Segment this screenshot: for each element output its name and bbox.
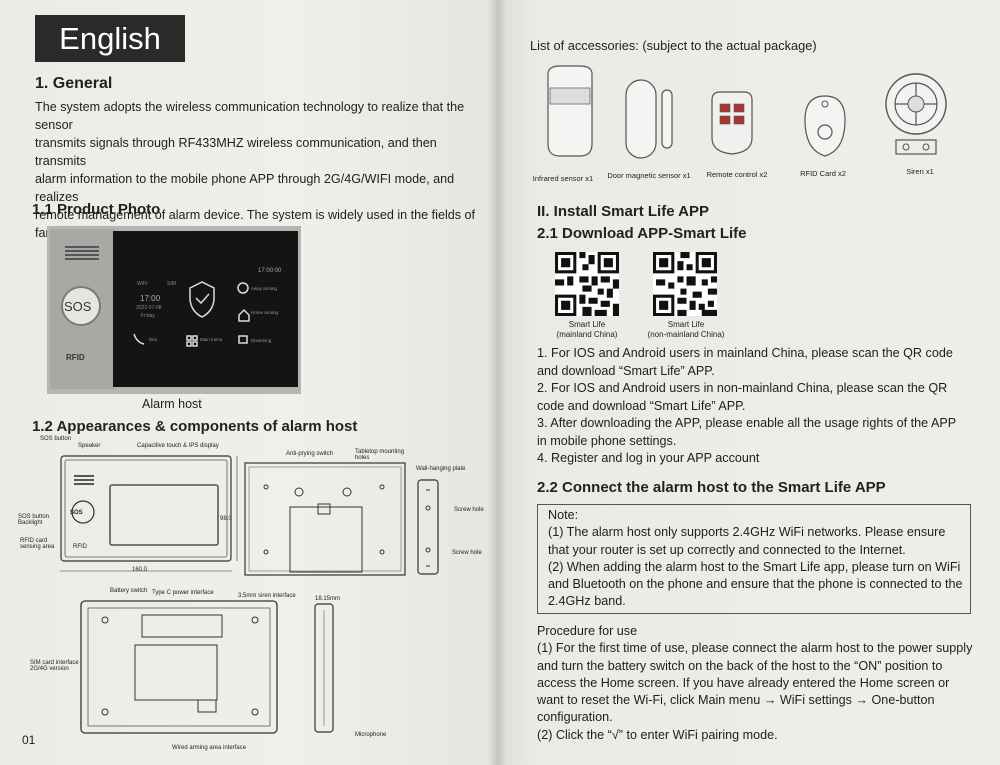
qr-region: (mainland China)	[556, 330, 618, 339]
language-heading: English	[35, 15, 185, 62]
general-line: alarm information to the mobile phone AP…	[35, 172, 455, 204]
accessories-illustrations	[547, 65, 947, 159]
general-line: remote management of alarm device. The s…	[35, 208, 476, 222]
note-item: (1) The alarm host only supports 2.4GHz …	[548, 525, 946, 557]
procedure-section: Procedure for use (1) For the first time…	[537, 623, 977, 744]
photo-caption: Alarm host	[142, 397, 202, 411]
front-sos-text: SOS	[70, 510, 83, 516]
label-sos-button: SOS button	[40, 436, 72, 442]
accessory-label-rfid: RFID Card x2	[800, 169, 846, 178]
note-box	[537, 504, 971, 614]
step-item: 1. For IOS and Android users in mainland…	[537, 346, 953, 378]
screen-item-away: Away arming	[251, 286, 277, 291]
label-width: 160.0	[132, 567, 148, 573]
screen-date: 2022-07-08	[136, 305, 162, 311]
qr-label-non-mainland: Smart Life (non-mainland China)	[636, 320, 736, 340]
label-battery-switch: Battery switch	[110, 588, 148, 594]
accessory-label-door: Door magnetic sensor x1	[607, 171, 691, 180]
connect-heading: 2.2 Connect the alarm host to the Smart …	[537, 479, 886, 496]
label-sos-backlight: SOS button Backlight	[18, 514, 50, 526]
qr-region: (non-mainland China)	[647, 330, 725, 339]
screen-sim: SIM	[167, 281, 176, 287]
back-view-diagram	[244, 462, 406, 576]
label-tabletop: Tabletop mounting holes	[355, 449, 405, 461]
label-anti-prying: Anti-prying switch	[286, 451, 334, 457]
appearance-heading: 1.2 Appearances & components of alarm ho…	[32, 418, 358, 435]
download-heading: 2.1 Download APP-Smart Life	[537, 225, 747, 242]
page-number: 01	[22, 733, 36, 747]
internal-view-diagram	[80, 600, 278, 734]
label-speaker: Speaker	[78, 443, 101, 449]
step-item: 4. Register and log in your APP account	[537, 451, 760, 465]
label-screw-hole-2: Screw hole	[452, 550, 482, 556]
sos-button-label: SOS	[64, 299, 92, 314]
note-content: Note: (1) The alarm host only supports 2…	[548, 507, 968, 611]
screen-item-home: Home arming	[251, 310, 279, 315]
rfid-label: RFID	[66, 353, 85, 362]
label-wall-plate: Wall-hanging plate	[416, 466, 466, 472]
front-view-diagram	[60, 455, 238, 572]
screen-clock: 17:00:00	[258, 268, 282, 274]
label-thickness: 18.15mm	[315, 596, 341, 602]
accessory-label-infrared: Infrared sensor x1	[532, 174, 594, 183]
step-item: 2. For IOS and Android users in non-main…	[537, 381, 948, 413]
qr-label-mainland: Smart Life (mainland China)	[537, 320, 637, 340]
front-rfid-text: RFID	[73, 544, 87, 550]
product-photo-heading: 1.1 Product Photo	[32, 201, 161, 218]
install-heading: II. Install Smart Life APP	[537, 203, 709, 220]
label-height: 98.0	[220, 516, 232, 522]
label-screw-hole-1: Screw hole	[454, 507, 484, 513]
qr-code-non-mainland[interactable]	[653, 252, 717, 316]
screen-item-dial: Dial	[149, 337, 157, 342]
procedure-item: (1) For the first time of use, please co…	[537, 641, 973, 725]
page-gutter	[488, 0, 506, 765]
label-display: Capacitive touch & IPS display	[137, 443, 219, 449]
qr-name: Smart Life	[667, 320, 705, 329]
label-wired-interface: Wired arming area interface	[172, 745, 247, 751]
general-paragraph: The system adopts the wireless communica…	[35, 98, 490, 242]
wall-plate-diagram	[417, 479, 439, 575]
qr-name: Smart Life	[568, 320, 606, 329]
accessory-label-siren: Siren x1	[906, 167, 934, 176]
procedure-item: (2) Click the “√” to enter WiFi pairing …	[537, 727, 778, 742]
note-item: (2) When adding the alarm host to the Sm…	[548, 559, 963, 609]
download-steps: 1. For IOS and Android users in mainland…	[537, 345, 967, 468]
general-line: transmits signals through RF433MHZ wirel…	[35, 136, 437, 168]
screen-item-disarm: Disarming	[251, 338, 272, 343]
label-siren-interface: 3.5mm siren interface	[238, 593, 296, 599]
screen-time: 17:00	[140, 294, 161, 303]
label-rfid-area: RFID card sensing area	[20, 538, 55, 550]
qr-code-mainland[interactable]	[555, 252, 619, 316]
side-view-diagram	[314, 603, 334, 733]
screen-item-menu: Main menu	[200, 337, 223, 342]
procedure-title: Procedure for use	[537, 624, 638, 638]
alarm-host-photo	[47, 226, 301, 394]
accessory-label-remote: Remote control x2	[706, 170, 768, 179]
general-line: The system adopts the wireless communica…	[35, 100, 465, 132]
note-title: Note:	[548, 508, 579, 522]
general-heading: 1. General	[35, 75, 113, 92]
label-type-c: Type C power interface	[152, 590, 214, 596]
screen-wifi: WIFI	[137, 281, 148, 287]
screen-day: Friday	[141, 313, 155, 319]
label-sim-interface: SIM card interface 2G/4G version	[30, 660, 79, 672]
step-item: 3. After downloading the APP, please ena…	[537, 416, 956, 448]
label-microphone: Microphone	[355, 732, 387, 738]
accessories-title: List of accessories: (subject to the act…	[530, 38, 817, 53]
